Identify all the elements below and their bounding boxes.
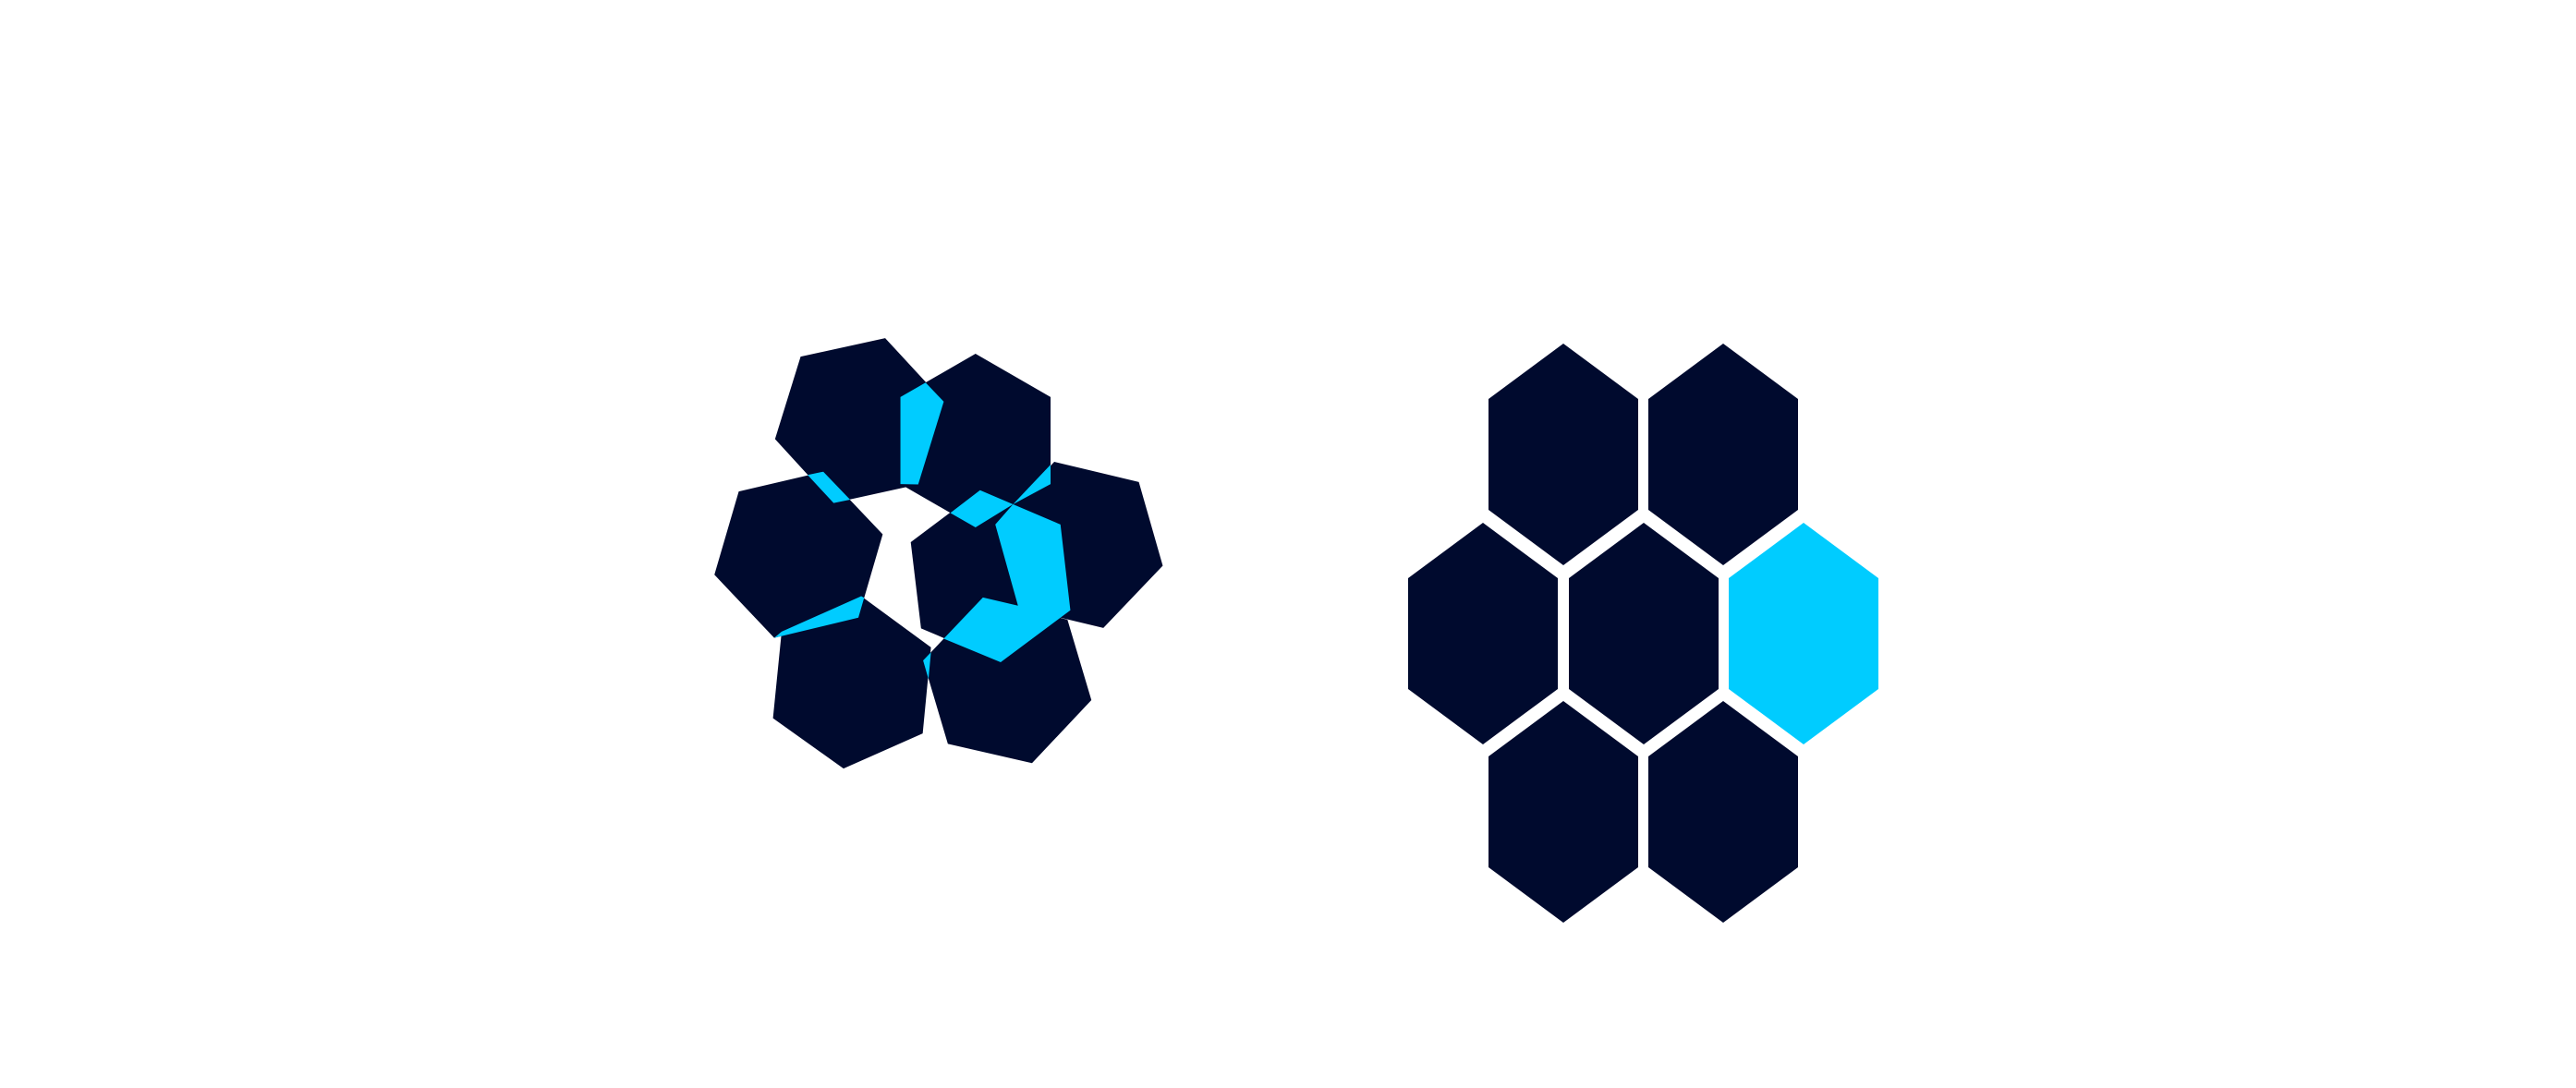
tiled-hexagon-cluster xyxy=(1408,344,1878,923)
scattered-hexagon-cluster xyxy=(714,338,1163,769)
hexagon xyxy=(714,471,883,638)
hexagon-overlap xyxy=(773,596,865,638)
hexagon-overlap xyxy=(950,490,1014,527)
hexagon-overlap xyxy=(923,652,931,680)
hexagon xyxy=(1648,701,1798,923)
hexagon xyxy=(1488,344,1638,565)
hexagon xyxy=(1648,344,1798,565)
highlighted-hexagon xyxy=(1729,523,1878,744)
hexagon-overlap xyxy=(808,471,851,503)
hexagon xyxy=(1488,701,1638,923)
hexagon-overlap xyxy=(943,503,1071,662)
hexagon xyxy=(1569,523,1719,744)
hexagon-overlap xyxy=(900,382,944,485)
hexagon xyxy=(772,596,931,769)
hexagon xyxy=(1408,523,1558,744)
